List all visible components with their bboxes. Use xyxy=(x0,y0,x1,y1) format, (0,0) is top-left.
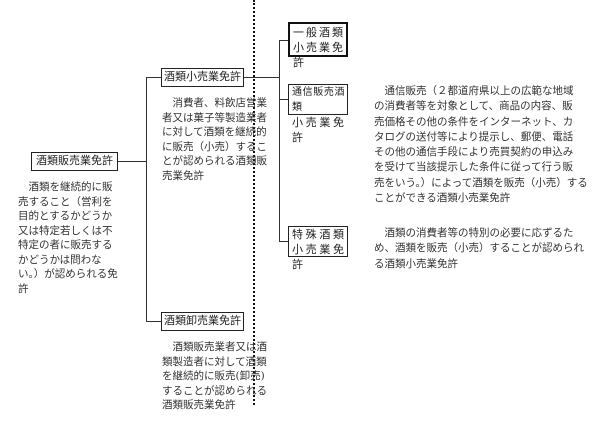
description-line: 酒類の消費者等の特別の必要に応ずるた xyxy=(374,227,574,239)
description-line: とが認められる酒類販 xyxy=(162,155,267,167)
section-divider xyxy=(253,0,255,405)
wholesale-license-box: 酒類卸売業免許 xyxy=(161,312,244,331)
box-line: 小売業免許 xyxy=(292,116,344,144)
connector-mail xyxy=(279,99,289,100)
description-line: その他の通信手段により売買契約の申込み xyxy=(374,146,574,159)
description-line: 消費者、料飲店営業 xyxy=(162,97,267,109)
description-line: い。）が認められる免 xyxy=(18,268,118,280)
description-line: に販売（小売）するこ xyxy=(162,140,267,153)
description-line: 売をいう。）によって酒類を販売（小売）する xyxy=(374,176,588,189)
description-line: 酒類を継続的に販 xyxy=(18,181,113,193)
description-line: を継続的に販売(卸売) xyxy=(162,370,265,382)
retail-license-box: 酒類小売業免許 xyxy=(161,68,244,87)
description-line: 許 xyxy=(18,282,29,295)
description-line: 類製造者に対して酒類 xyxy=(162,355,267,368)
mail-order-retail-license-box: 通信販売酒類 小売業免許 xyxy=(288,84,348,144)
description-line: 者又は菓子等製造業者 xyxy=(162,111,267,124)
description-line: 酒類販売業免許 xyxy=(162,399,236,411)
mail-order-license-description: 通信販売（２都道府県以上の広範な地域の消費者等を対象として、商品の内容、販売価格… xyxy=(374,84,588,206)
connector-general xyxy=(279,40,289,41)
box-line: 小売業免許 xyxy=(293,41,343,69)
box-line: 一般酒類 xyxy=(293,26,343,39)
description-line: を受けて当該提示した条件に従って行う販 xyxy=(374,161,573,174)
description-line: タログの送付等により提示し、郵便、電話 xyxy=(374,130,574,143)
description-line: め、酒類を販売（小売）することが認められ xyxy=(374,242,584,255)
description-line: することが認められる xyxy=(162,384,267,397)
wholesale-license-description: 酒類販売業者又は酒類製造者に対して酒類を継続的に販売(卸売) することが認められる… xyxy=(162,340,267,413)
box-line: 特殊酒類 xyxy=(292,228,344,241)
description-line: に対して酒類を継続的 xyxy=(162,126,267,138)
description-line: 通信販売（２都道府県以上の広範な地域 xyxy=(374,85,574,97)
retail-license-description: 消費者、料飲店営業者又は菓子等製造業者に対して酒類を継続的に販売（小売）すること… xyxy=(162,96,267,183)
box-line: 小売業免許 xyxy=(292,243,344,271)
connector-wholesale xyxy=(146,321,161,322)
description-line: の消費者等を対象として、商品の内容、販 xyxy=(374,100,573,113)
liquor-sales-license-description: 酒類を継続的に販売すること（営利を目的とするかどうか又は特定若しくは不特定の者に… xyxy=(18,180,118,296)
description-line: 又は特定若しくは不 xyxy=(18,224,113,237)
liquor-sales-license-box: 酒類販売業免許 xyxy=(31,152,118,171)
connector-root xyxy=(117,161,146,162)
description-line: かどうかは問わな xyxy=(18,253,102,266)
description-line: ことができる酒類小売業免許 xyxy=(374,192,511,205)
connector-trunk xyxy=(146,77,147,321)
description-line: 酒類販売業者又は酒 xyxy=(162,341,267,353)
connector-special xyxy=(279,241,289,242)
connector-right-trunk xyxy=(279,40,280,241)
description-line: 目的とするかどうか xyxy=(18,210,113,222)
special-license-description: 酒類の消費者等の特別の必要に応ずるため、酒類を販売（小売）することが認められる酒… xyxy=(374,226,584,272)
special-retail-license-box: 特殊酒類 小売業免許 xyxy=(288,226,348,271)
description-line: 売すること（営利を xyxy=(18,195,113,208)
connector-retail xyxy=(146,77,161,78)
connector-retail-to-right xyxy=(243,77,279,78)
description-line: 売価格その他の条件をインターネット、カ xyxy=(374,115,574,128)
box-line: 通信販売酒類 xyxy=(292,87,345,113)
general-retail-license-box: 一般酒類 小売業免許 xyxy=(288,22,348,69)
description-line: る酒類小売業免許 xyxy=(374,257,458,270)
description-line: 売業免許 xyxy=(162,169,204,182)
description-line: 特定の者に販売する xyxy=(18,239,113,251)
